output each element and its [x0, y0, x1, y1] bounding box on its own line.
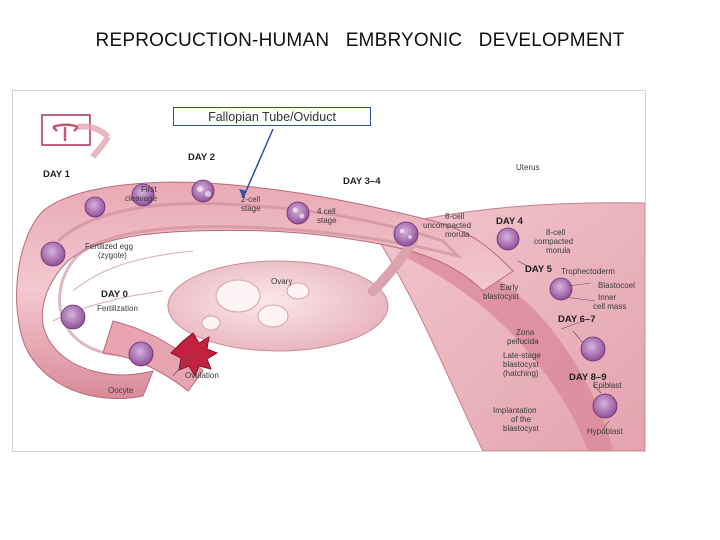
uncompacted-label-2: uncompacted — [423, 221, 471, 230]
zygote-label-1: Fertilized egg — [85, 242, 133, 251]
inner-cell-mass-label-2: cell mass — [593, 302, 626, 311]
two-cell-label-2: stage — [241, 204, 261, 213]
day-6-7-label: DAY 6–7 — [558, 314, 596, 325]
day-3-4-label: DAY 3–4 — [343, 176, 381, 187]
cell-2cell — [191, 179, 215, 203]
diagram-svg: DAY 1 DAY 2 DAY 3–4 DAY 4 DAY 5 DAY 6–7 … — [16, 114, 645, 451]
zona-label-1: Zona — [516, 328, 535, 337]
fallopian-tube — [16, 181, 514, 400]
tube-lumen — [56, 201, 463, 357]
first-cleavage-label-2: cleavage — [125, 194, 158, 203]
oocyte-label: Oocyte — [108, 386, 134, 395]
ovulation-label: Ovulation — [185, 371, 219, 380]
day-1-label: DAY 1 — [43, 169, 71, 180]
fertilization-label: Fertilization — [97, 304, 138, 313]
cell-8cell-compacted — [496, 227, 520, 251]
two-cell-label-1: 2-cell — [241, 195, 260, 204]
compacted-label-3: morula — [546, 246, 571, 255]
cell-early-blastocyst — [549, 277, 573, 301]
four-cell-label-1: 4 cell — [317, 207, 336, 216]
early-blastocyst-label-1: Early — [500, 283, 518, 292]
day-0-label: DAY 0 — [101, 289, 128, 300]
cell-late-blastocyst — [580, 336, 606, 362]
inner-cell-mass-label-1: Inner — [598, 293, 617, 302]
uncompacted-label-3: morula — [445, 230, 470, 239]
compacted-label-1: 8-cell — [546, 228, 565, 237]
hypoblast-label: Hypoblast — [587, 427, 623, 436]
day-5-label: DAY 5 — [525, 264, 553, 275]
blastocoel-label: Blastocoel — [598, 281, 635, 290]
cell-implantation — [592, 393, 618, 419]
four-cell-label-2: stage — [317, 216, 337, 225]
late-blastocyst-label-1: Late-stage — [503, 351, 541, 360]
compacted-label-2: compacted — [534, 237, 573, 246]
embryo-diagram: DAY 1 DAY 2 DAY 3–4 DAY 4 DAY 5 DAY 6–7 … — [12, 90, 646, 452]
callout-arrow — [242, 128, 274, 199]
cell-first-cleavage — [131, 183, 155, 207]
ovary-label: Ovary — [271, 277, 292, 286]
late-blastocyst-label-3: (hatching) — [503, 369, 539, 378]
day-2-label: DAY 2 — [188, 152, 215, 163]
day-8-9-label: DAY 8–9 — [569, 372, 607, 383]
zona-label-2: pellucida — [507, 337, 539, 346]
callout-arrow-head — [239, 189, 247, 198]
cell-4cell — [286, 201, 310, 225]
cell-zygote — [40, 241, 66, 267]
early-blastocyst-label-2: blastocyst — [483, 292, 519, 301]
cell-8cell-uncompacted — [393, 221, 419, 247]
slide-title: REPROCUCTION-HUMAN EMBRYONIC DEVELOPMENT — [95, 30, 625, 51]
cell-fertilization — [60, 304, 86, 330]
uterus-thumbnail — [52, 123, 79, 141]
cell-oocyte — [128, 341, 154, 367]
epiblast-label: Epiblast — [593, 381, 622, 390]
uterus-label: Uterus — [516, 163, 540, 172]
late-blastocyst-label-2: blastocyst — [503, 360, 539, 369]
day-4-label: DAY 4 — [496, 216, 524, 227]
implantation-label-2: of the — [511, 415, 532, 424]
first-cleavage-label-1: First — [141, 185, 157, 194]
trophectoderm-label: Trophectoderm — [561, 267, 615, 276]
uterine-lining — [403, 241, 613, 451]
zygote-label-2: (zygote) — [98, 251, 127, 260]
implantation-label-3: blastocyst — [503, 424, 539, 433]
uncompacted-label-1: 8-cell — [445, 212, 464, 221]
fallopian-tube-callout: Fallopian Tube/Oviduct — [173, 107, 371, 126]
implantation-label-1: Implantation — [493, 406, 537, 415]
cell-day1 — [84, 196, 106, 218]
